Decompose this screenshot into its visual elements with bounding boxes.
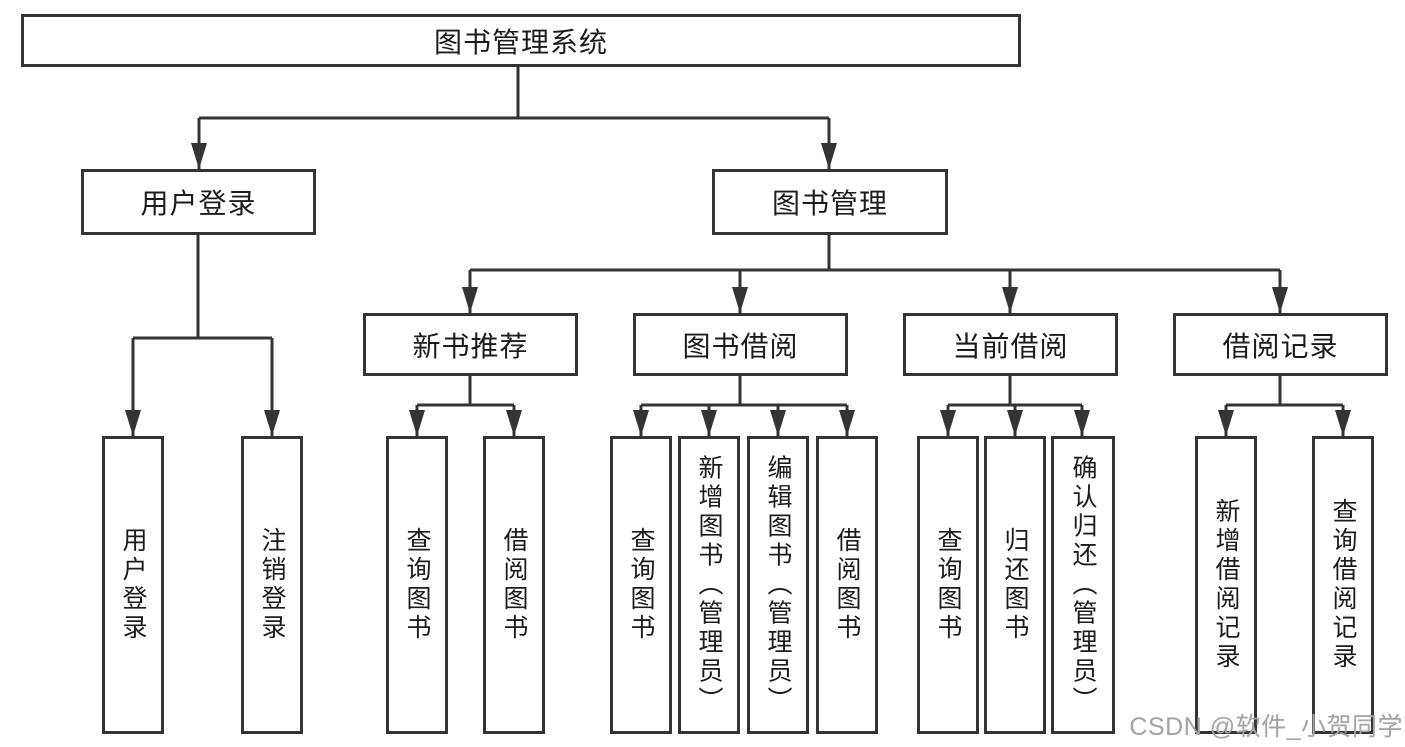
node-user-login: 用户登录 xyxy=(81,169,316,235)
leaf-label: 查询图书 xyxy=(403,527,431,643)
node-label: 图书管理系统 xyxy=(433,26,608,58)
leaf-query-borrow-record: 查询借阅记录 xyxy=(1312,436,1374,734)
leaf-label: 借阅图书 xyxy=(500,527,528,643)
leaf-add-book-admin: 新增图书（管理员） xyxy=(678,436,740,734)
leaf-query-books-recommend: 查询图书 xyxy=(386,436,448,734)
leaf-label: 确认归还（管理员） xyxy=(1069,454,1097,716)
connector-root-to-level2 xyxy=(197,67,831,169)
leaf-borrow-books-borrowing: 借阅图书 xyxy=(816,436,878,734)
leaf-label: 用户登录 xyxy=(119,527,147,643)
leaf-label: 查询借阅记录 xyxy=(1329,498,1357,672)
leaf-query-books-borrowing: 查询图书 xyxy=(610,436,672,734)
connector-mgmt-to-level3 xyxy=(468,235,1282,313)
node-book-borrowing: 图书借阅 xyxy=(633,313,848,376)
leaf-query-books-current: 查询图书 xyxy=(917,436,979,734)
node-label: 图书管理 xyxy=(771,188,888,219)
leaf-label: 注销登录 xyxy=(258,527,286,643)
connector-borrowing-to-leaves xyxy=(639,376,849,436)
leaf-label: 归还图书 xyxy=(1001,527,1029,643)
leaf-edit-book-admin: 编辑图书（管理员） xyxy=(747,436,809,734)
arrowheads xyxy=(125,143,1351,436)
leaf-borrow-books-recommend: 借阅图书 xyxy=(483,436,545,734)
csdn-watermark: CSDN @软件_小贺同学 xyxy=(1129,713,1403,741)
leaf-label: 查询图书 xyxy=(934,527,962,643)
leaf-logout: 注销登录 xyxy=(241,436,303,734)
node-borrow-records: 借阅记录 xyxy=(1173,313,1388,376)
connector-login-to-leaves xyxy=(131,235,274,436)
node-label: 图书借阅 xyxy=(682,330,799,362)
node-new-book-recommend: 新书推荐 xyxy=(363,313,578,376)
leaf-label: 借阅图书 xyxy=(833,527,861,643)
leaf-label: 新增图书（管理员） xyxy=(695,454,723,716)
leaf-add-borrow-record: 新增借阅记录 xyxy=(1195,436,1257,734)
connector-records-to-leaves xyxy=(1224,376,1345,436)
leaf-return-books: 归还图书 xyxy=(984,436,1046,734)
leaf-label: 新增借阅记录 xyxy=(1212,498,1240,672)
node-label: 新书推荐 xyxy=(412,330,529,362)
node-book-management: 图书管理 xyxy=(712,169,948,235)
node-label: 借阅记录 xyxy=(1222,330,1339,362)
connector-recommend-to-leaves xyxy=(415,376,516,436)
node-current-borrowing: 当前借阅 xyxy=(903,313,1118,376)
leaf-user-login: 用户登录 xyxy=(102,436,164,734)
node-label: 当前借阅 xyxy=(952,330,1069,362)
leaf-label: 编辑图书（管理员） xyxy=(764,454,792,716)
leaf-confirm-return-admin: 确认归还（管理员） xyxy=(1051,436,1115,734)
node-label: 用户登录 xyxy=(140,188,257,219)
node-library-management-system: 图书管理系统 xyxy=(21,14,1021,67)
leaf-label: 查询图书 xyxy=(627,527,655,643)
